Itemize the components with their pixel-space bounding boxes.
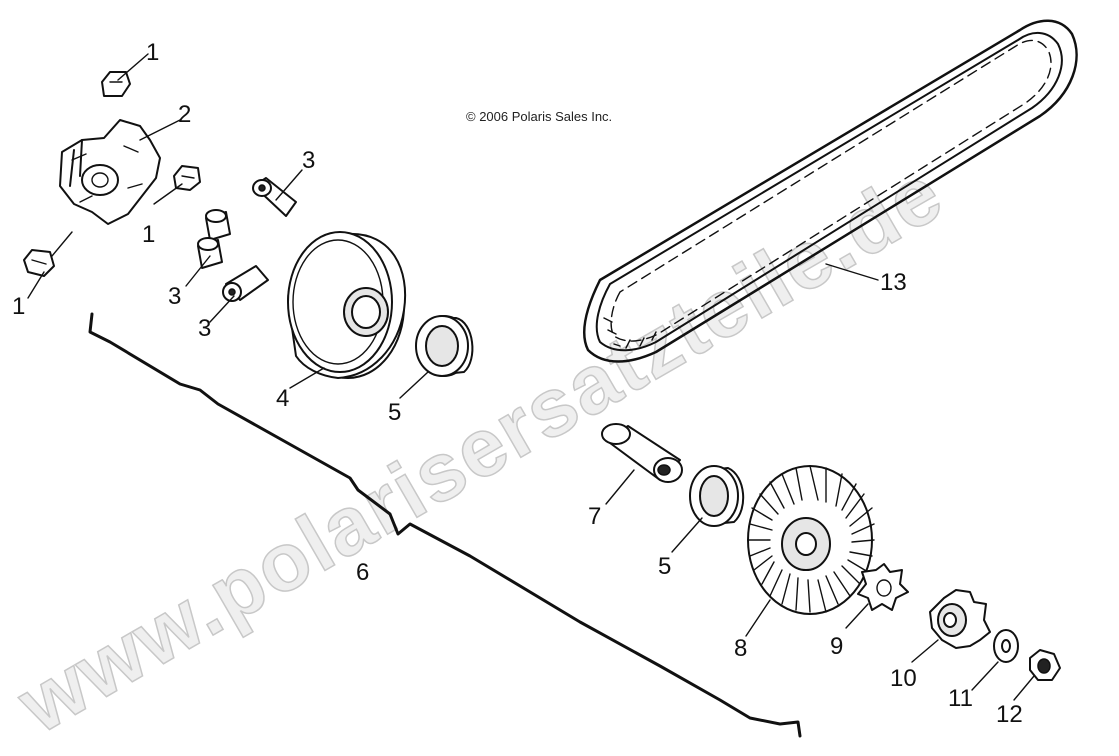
callout-3-c: 3 [198,315,211,342]
callout-3-b: 3 [168,283,181,310]
callout-1-lower: 1 [12,293,25,320]
copyright-text: © 2006 Polaris Sales Inc. [466,109,612,124]
callout-6: 6 [356,559,369,586]
spacer-tube [601,423,683,483]
slider-lower [23,249,55,277]
bracket-line [88,312,802,738]
callout-4: 4 [276,385,289,412]
callout-3-a: 3 [302,147,315,174]
flat-washer [993,629,1019,663]
roller-a [252,177,297,217]
movable-drive-face [287,231,406,379]
callout-10: 10 [890,665,917,692]
star-washer [857,563,909,611]
lock-plate [929,589,991,649]
callout-1-middle: 1 [142,221,155,248]
drive-belt [583,19,1078,363]
callout-8: 8 [734,635,747,662]
callout-13: 13 [880,269,907,296]
callout-5-lower: 5 [658,553,671,580]
leader-lines [27,53,1035,701]
bushing-lower [689,465,745,527]
roller-b [205,209,231,241]
roller-c [197,237,223,269]
callout-9: 9 [830,633,843,660]
callout-1-upper: 1 [146,39,159,66]
callout-2: 2 [178,101,191,128]
bushing-upper [415,315,474,377]
hex-nut [1029,649,1061,681]
callout-11: 11 [948,685,973,712]
callout-7: 7 [588,503,601,530]
ramp-plate [59,119,161,225]
callout-12: 12 [996,701,1023,728]
roller-d [222,265,269,302]
slider-upper [101,71,131,97]
callout-5-upper: 5 [388,399,401,426]
fixed-drive-face [747,465,875,615]
